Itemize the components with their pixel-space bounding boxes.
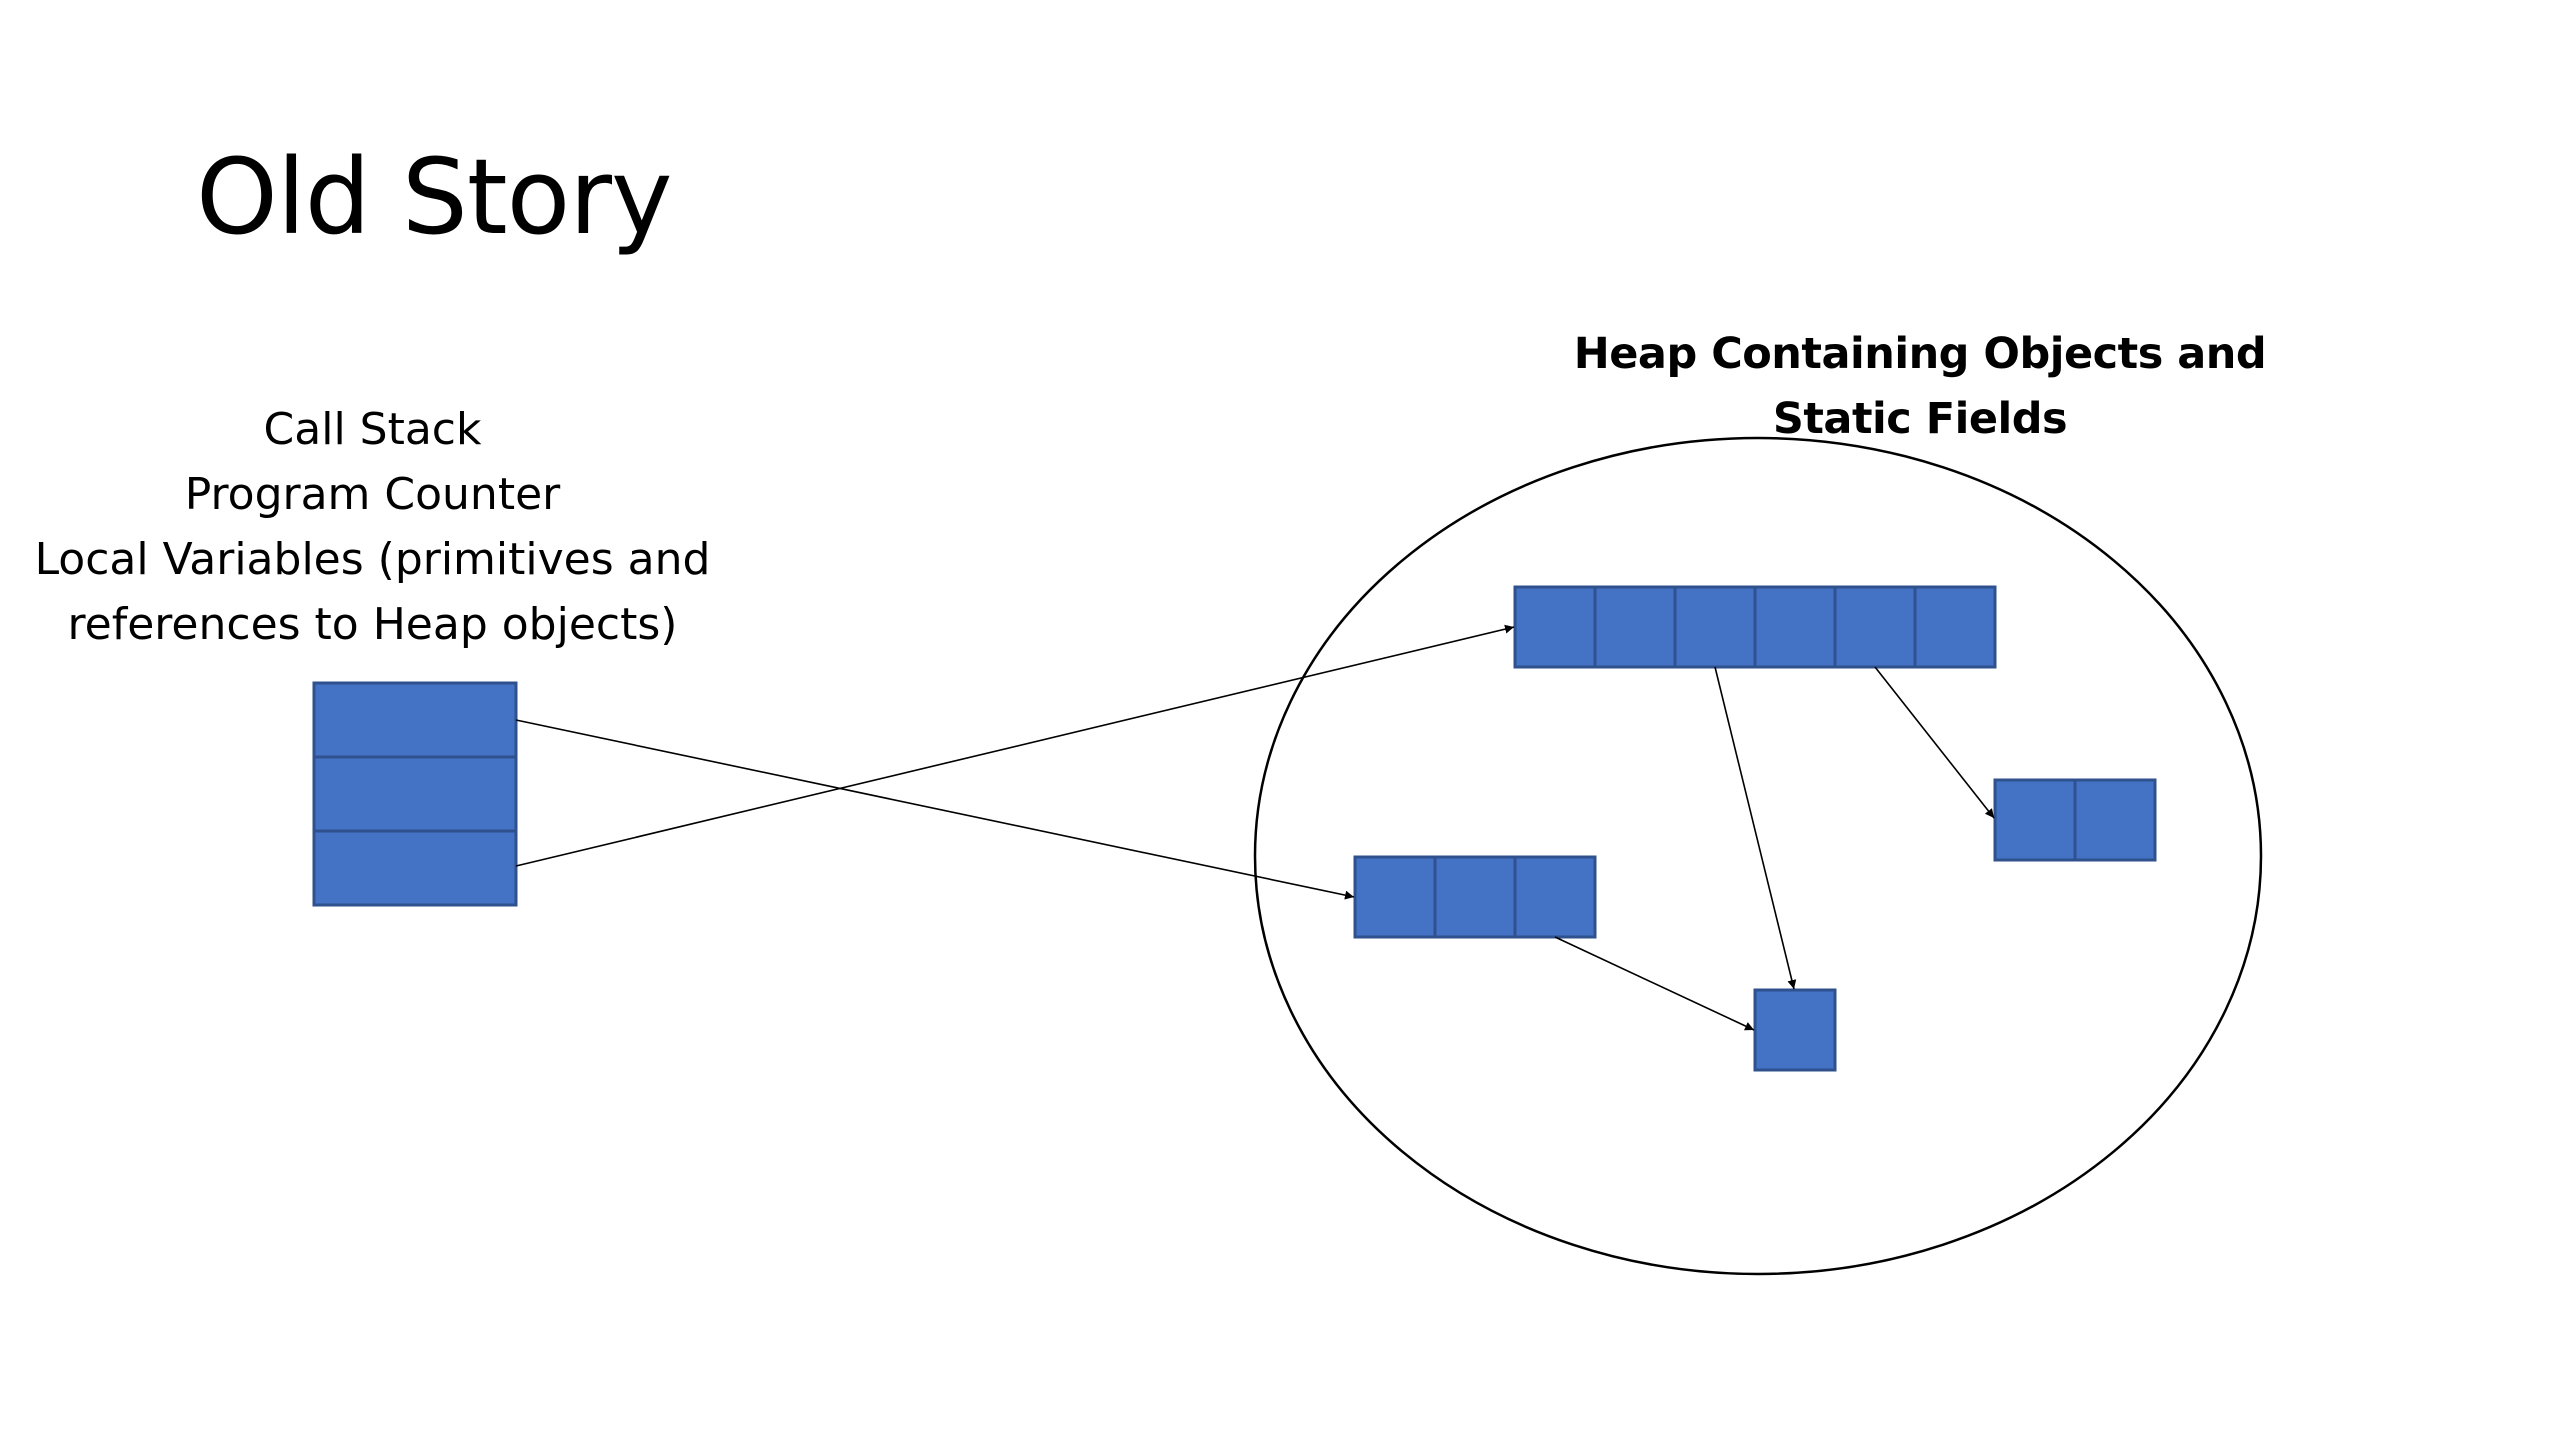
slide-title: Old Story <box>196 136 673 258</box>
heap-object-slot <box>1513 585 1597 669</box>
heap-object-slot <box>1673 585 1757 669</box>
heap-label-line: Static Fields <box>1772 394 2068 444</box>
heap-object-slot <box>1353 855 1437 939</box>
call-stack-label: Call Stack Program Counter Local Variabl… <box>0 397 745 657</box>
call-stack <box>312 681 518 907</box>
heap-object-slot <box>1913 585 1997 669</box>
reference-arrow <box>515 719 1355 900</box>
reference-arrow <box>1714 666 1797 990</box>
heap-object-six-slot <box>1513 585 1997 669</box>
call-stack-label-line: Local Variables (primitives and <box>34 534 711 585</box>
heap-object-slot <box>1993 778 2077 862</box>
heap-label: Heap Containing Objects and Static Field… <box>1480 322 2360 452</box>
heap-object-slot <box>1513 855 1597 939</box>
stack-frame <box>312 829 518 907</box>
heap-boundary <box>1253 436 2263 1276</box>
reference-arrow <box>1874 666 1995 819</box>
reference-arrow <box>515 624 1515 867</box>
heap-object-single-slot <box>1753 988 1837 1072</box>
heap-object-slot <box>1593 585 1677 669</box>
heap-object-slot <box>1433 855 1517 939</box>
heap-object-slot <box>2073 778 2157 862</box>
heap-label-line: Heap Containing Objects and <box>1573 329 2267 379</box>
stack-frame <box>312 681 518 759</box>
heap-object-slot <box>1833 585 1917 669</box>
stack-frame <box>312 755 518 833</box>
reference-arrow <box>1554 936 1755 1031</box>
call-stack-label-line: Call Stack <box>263 404 482 455</box>
heap-object-three-slot <box>1353 855 1597 939</box>
call-stack-label-line: references to Heap objects) <box>67 599 678 650</box>
call-stack-label-line: Program Counter <box>184 469 561 520</box>
heap-object-two-slot <box>1993 778 2157 862</box>
heap-object-slot <box>1753 585 1837 669</box>
heap-object-slot <box>1753 988 1837 1072</box>
